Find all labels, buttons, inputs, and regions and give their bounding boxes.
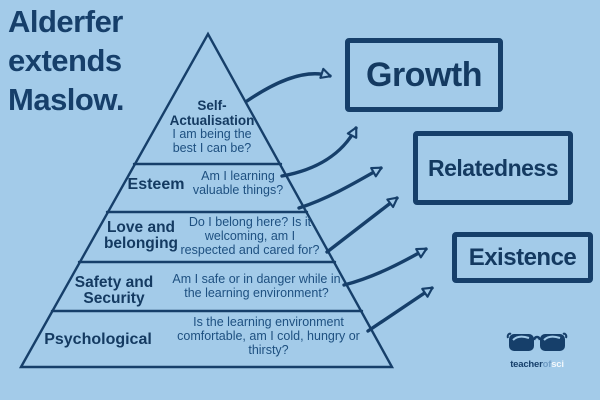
brand-logo: teacherofsci <box>504 330 570 370</box>
level-label-psychological: Psychological <box>44 331 152 348</box>
level-label-love-and-belonging: Love and belonging <box>103 219 179 252</box>
arrow-safety-to-relatedness-icon <box>325 196 399 254</box>
arrow-safety-to-existence-icon <box>342 247 428 287</box>
category-box-existence: Existence <box>452 232 593 283</box>
level-label-esteem: Esteem <box>127 176 185 193</box>
arrow-love-to-relatedness-icon <box>297 166 383 210</box>
arrow-psychological-to-existence-icon <box>366 286 434 333</box>
level-label-safety-and-security: Safety and Security <box>74 274 154 307</box>
level-question-self-actualisation: I am being the best I can be? <box>172 127 252 155</box>
arrow-esteem-to-growth-icon <box>280 126 358 178</box>
category-box-growth: Growth <box>345 38 503 112</box>
level-question-esteem: Am I learning valuable things? <box>192 169 284 197</box>
brand-logo-text-teacher: teacher <box>510 359 543 370</box>
brand-logo-text-sci: sci <box>551 359 564 370</box>
glasses-icon <box>506 332 568 351</box>
level-question-love-and-belonging: Do I belong here? Is it welcoming, am I … <box>180 215 320 257</box>
arrow-selfactualisation-to-growth-icon <box>245 67 332 103</box>
brand-logo-text: teacherofsci <box>504 360 570 370</box>
level-question-psychological: Is the learning environment comfortable,… <box>177 315 360 357</box>
category-box-relatedness: Relatedness <box>413 131 573 205</box>
pyramid-outline <box>18 31 395 369</box>
level-question-safety-and-security: Am I safe or in danger while in the lear… <box>172 272 341 300</box>
level-label-self-actualisation: Self- Actualisation <box>169 98 255 128</box>
page-title: Alderfer extends Maslow. <box>8 4 124 117</box>
brand-logo-text-of: of <box>542 359 552 370</box>
